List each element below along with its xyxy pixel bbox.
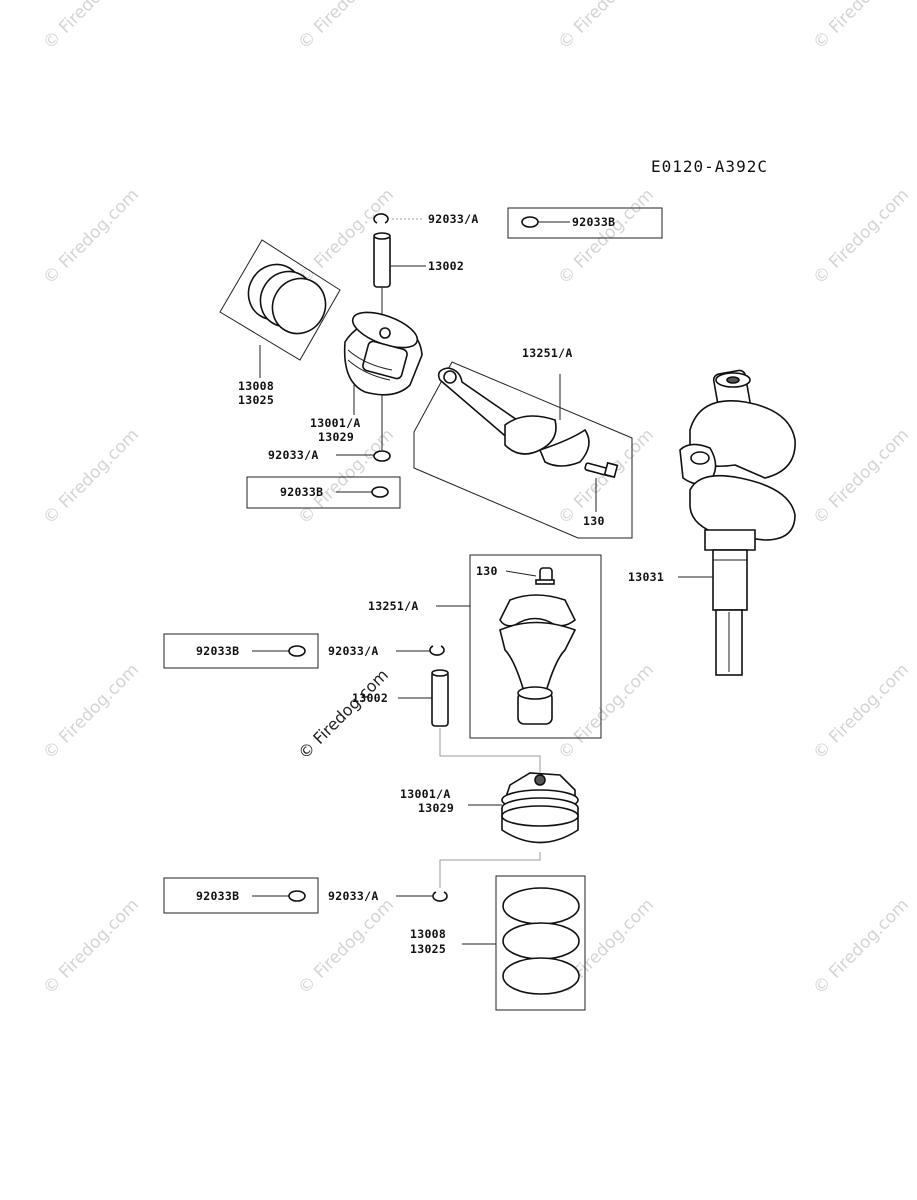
callout-13251a-top: 13251/A [522,346,573,360]
callout-13008-top: 13008 [238,379,274,393]
connecting-rod-top [413,361,633,539]
callout-box-92033b-mid: 92033B [246,476,401,509]
piston-bottom [501,772,579,844]
watermark: © Firedog.com [554,660,658,764]
callout-13251a-bottom: 13251/A [368,599,419,613]
callout-box-92033b-bottom1: 92033B [163,633,319,669]
piston-rings-bottom [495,875,586,1011]
watermark: © Firedog.com [809,0,913,54]
callout-13002-top: 13002 [428,259,464,273]
piston-top [343,311,423,396]
callout-13001a-bottom: 13001/A [400,787,451,801]
watermark: © Firedog.com [294,895,398,999]
diagram-code: E0120-A392C [651,157,768,176]
piston-pin-bottom [431,669,449,727]
crankshaft [679,369,796,676]
callout-92033a-bottom1: 92033/A [328,644,379,658]
watermark: © Firedog.com [39,0,143,54]
svg-text:92033B: 92033B [280,485,323,499]
watermark: © Firedog.com [39,895,143,999]
svg-text:92033B: 92033B [196,644,239,658]
bolt-top [584,461,619,479]
callout-13029-top: 13029 [318,430,354,444]
callout-box-92033b-top: 92033B [507,207,663,239]
callout-13029-bottom: 13029 [418,801,454,815]
watermark: © Firedog.com [554,0,658,54]
svg-text:92033B: 92033B [572,215,615,229]
snap-ring-bottom1 [429,645,445,656]
connecting-rod-bottom [469,554,602,739]
snap-ring-mid [373,450,391,462]
snap-ring-top [373,213,389,224]
snap-ring-bottom2 [432,891,448,902]
callout-13025-bottom: 13025 [410,942,446,956]
callout-130-bottom: 130 [476,564,498,578]
callout-13002-bottom: 13002 [352,691,388,705]
callout-92033a-mid: 92033/A [268,448,319,462]
watermark: © Firedog.com [39,185,143,289]
callout-13025-top: 13025 [238,393,274,407]
watermark: © Firedog.com [809,425,913,529]
watermark: © Firedog.com [809,185,913,289]
callout-box-92033b-bottom2: 92033B [163,877,319,914]
callout-92033a-bottom2: 92033/A [328,889,379,903]
watermark: © Firedog.com [294,0,398,54]
piston-rings-top [219,239,341,361]
watermark: © Firedog.com [39,660,143,764]
callout-13008-bottom: 13008 [410,927,446,941]
callout-92033a-top: 92033/A [428,212,479,226]
callout-13001a-top: 13001/A [310,416,361,430]
watermark: © Firedog.com [294,665,392,763]
piston-pin-top [373,232,391,288]
svg-text:92033B: 92033B [196,889,239,903]
watermark: © Firedog.com [554,185,658,289]
watermark: © Firedog.com [809,895,913,999]
callout-130-top: 130 [583,514,605,528]
callout-13031: 13031 [628,570,664,584]
watermark: © Firedog.com [809,660,913,764]
watermark: © Firedog.com [39,425,143,529]
